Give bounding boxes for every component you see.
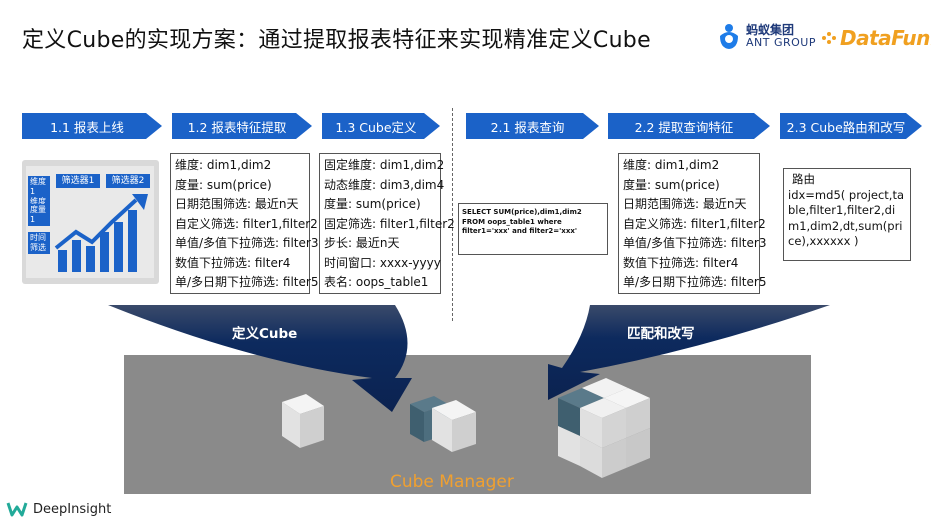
datafun-dots-icon [822,32,836,44]
ant-logo-icon [720,24,738,49]
left-funnel-arrow [108,305,412,412]
route-heading: 路由 [792,172,815,186]
feature-line: 单值/多值下拉筛选: filter3 [175,236,319,250]
query-feature-line: 自定义筛选: filter1,filter2 [623,216,766,231]
cube-route-box: 路由 idx=md5( project,table,filter1,filter… [783,168,911,261]
page-title: 定义Cube的实现方案：通过提取报表特征来实现精准定义Cube [22,28,651,53]
ant-logo-en: ANT GROUP [746,35,816,49]
deepinsight-logo-icon [6,502,28,517]
datafun-logo-text: DataFun. [840,26,931,50]
dashboard-filter1: 筛选器1 [56,174,100,188]
large-cube-icon [558,378,650,478]
datafun-logo: DataFun. [820,26,931,50]
feature-line: 日期范围筛选: 最近n天 [175,197,299,211]
query-feature-line: 日期范围筛选: 最近n天 [623,197,747,211]
query-feature-line: 单值/多值下拉筛选: filter3 [623,236,767,250]
small-cube-icon [282,394,324,448]
deepinsight-brand: DeepInsight [6,499,111,519]
report-features-box: 维度: dim1,dim2 度量: sum(price) 日期范围筛选: 最近n… [170,153,319,294]
dashboard-panel: 维度1 维度2 度量1 时间 筛选 筛选器1 筛选器2 [26,166,154,278]
deepinsight-text: DeepInsight [33,501,112,517]
sql-query-box: SELECT SUM(price),dim1,dim2 FROM oops_ta… [458,203,608,255]
dashboard-filter2: 筛选器2 [106,174,150,188]
report-dashboard-illustration: 维度1 维度2 度量1 时间 筛选 筛选器1 筛选器2 [22,160,159,284]
feature-line: 维度: dim1,dim2 [175,158,272,172]
ant-group-logo: 蚂蚁集团 ANT GROUP [716,22,816,50]
cube-def-line: 动态维度: dim3,dim4 [324,177,445,192]
dashboard-time-line2: 筛选 [30,243,46,252]
step-2-3: 2.3 Cube路由和改写 [780,113,922,139]
double-cube-icon [410,396,476,452]
step-2-1: 2.1 报表查询 [466,113,599,139]
query-feature-line: 单/多日期下拉筛选: filter5 [623,275,767,289]
step-1-2: 1.2 报表特征提取 [172,113,312,139]
dashboard-dim1: 维度1 [30,177,46,196]
query-feature-line: 维度: dim1,dim2 [623,158,720,172]
route-body: idx=md5( project,table,filter1,filter2,d… [788,187,905,249]
feature-line: 度量: sum(price) [175,177,272,192]
cube-definition-box: 固定维度: dim1,dim2 动态维度: dim3,dim4 度量: sum(… [319,153,455,294]
query-features-box: 维度: dim1,dim2 度量: sum(price) 日期范围筛选: 最近n… [618,153,767,294]
cube-def-line: 度量: sum(price) [324,197,421,211]
query-feature-line: 数值下拉筛选: filter4 [623,255,739,270]
cube-def-line: 时间窗口: xxxx-yyyy [324,255,441,270]
feature-line: 自定义筛选: filter1,filter2 [175,216,318,231]
query-feature-line: 度量: sum(price) [623,177,720,192]
step-1-3: 1.3 Cube定义 [322,113,440,139]
cube-def-line: 固定筛选: filter1,filter2 [324,216,455,231]
cube-def-line: 步长: 最近n天 [324,236,400,250]
feature-line: 数值下拉筛选: filter4 [175,255,291,270]
dashboard-measure-tag: 度量1 [28,204,50,226]
dashboard-time-tag: 时间 筛选 [28,232,50,254]
match-rewrite-label: 匹配和改写 [627,326,695,342]
phase-divider [452,108,453,321]
right-funnel-arrow [548,305,830,400]
step-2-2: 2.2 提取查询特征 [608,113,770,139]
feature-line: 单/多日期下拉筛选: filter5 [175,275,319,289]
define-cube-label: 定义Cube [232,326,298,342]
cube-def-line: 表名: oops_table1 [324,275,429,289]
dashboard-chart-icon [54,194,148,272]
cube-manager-label: Cube Manager [390,472,514,492]
ant-logo-cn: 蚂蚁集团 [746,22,795,37]
cube-def-line: 固定维度: dim1,dim2 [324,158,445,172]
dashboard-time-line1: 时间 [30,233,46,242]
step-1-1: 1.1 报表上线 [22,113,162,139]
